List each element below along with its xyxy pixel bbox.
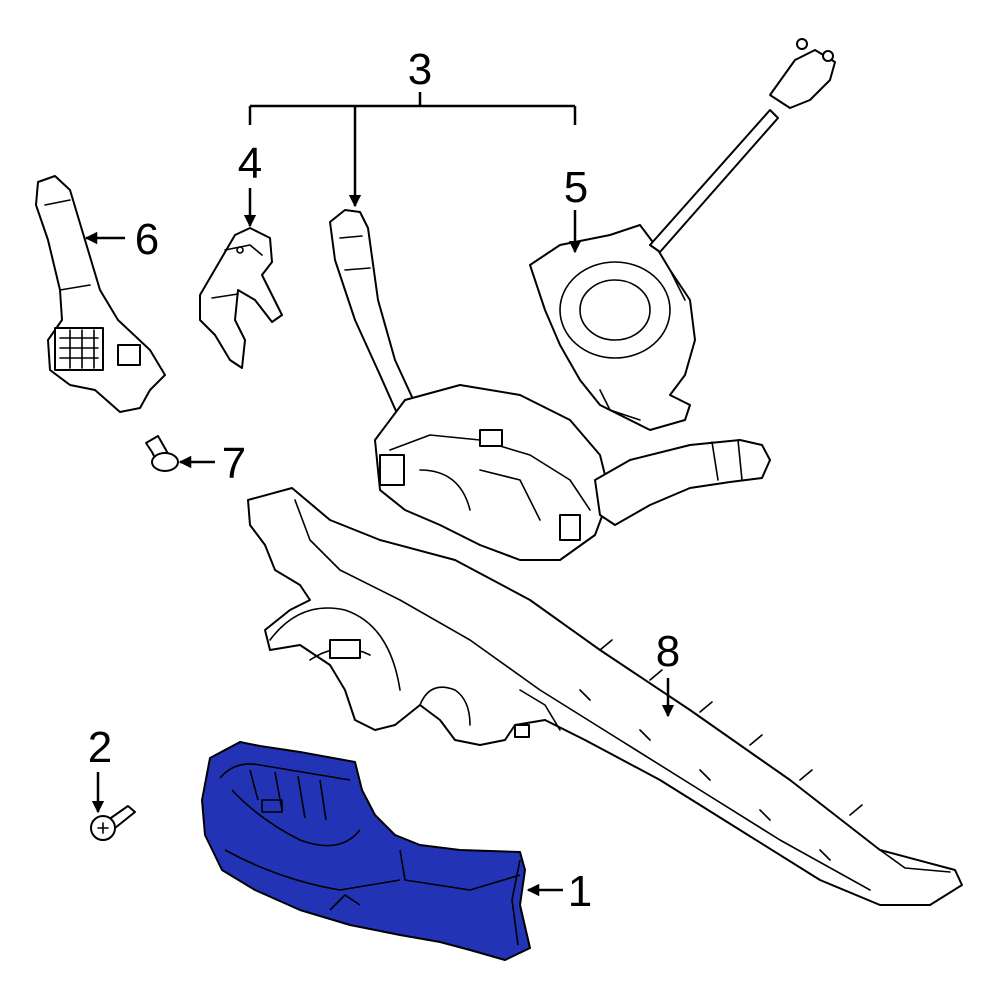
callout-5: 5 (564, 163, 588, 212)
callout-3: 3 (408, 45, 432, 94)
part-4-bracket (199, 227, 283, 369)
part-3-combination-switch (329, 209, 771, 561)
callout-7: 7 (222, 439, 246, 488)
callout-2: 2 (88, 723, 112, 772)
part-7-screw (145, 435, 179, 472)
part-2-screw (90, 805, 136, 841)
callout-4: 4 (238, 139, 262, 188)
part-5-clock-spring (529, 38, 836, 431)
callout-6: 6 (135, 215, 159, 264)
callout-8: 8 (656, 627, 680, 676)
leader-lines (84, 92, 675, 897)
part-6-switch (35, 175, 166, 413)
part-1-lower-cover (201, 741, 531, 961)
callout-1: 1 (568, 867, 592, 916)
part-8-bracket (247, 487, 963, 906)
